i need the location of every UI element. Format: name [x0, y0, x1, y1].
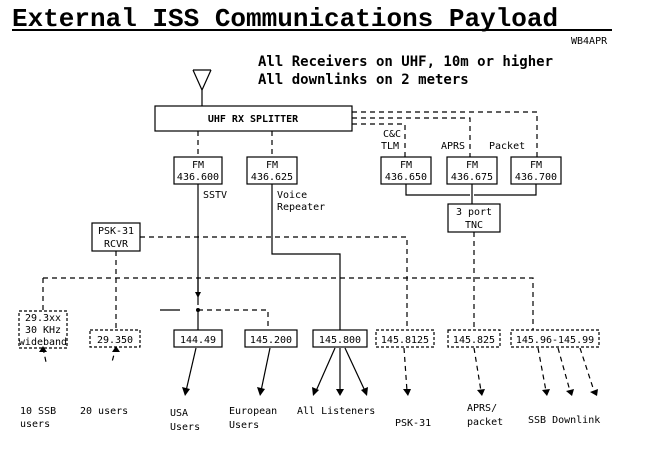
fm-receiver-436-675: FM 436.675 — [446, 156, 498, 185]
users-european: European — [229, 406, 277, 417]
users-aprs-line2: packet — [467, 417, 503, 428]
svg-text:144.49: 144.49 — [180, 335, 216, 346]
svg-text:3 port: 3 port — [456, 207, 492, 218]
svg-text:436.675: 436.675 — [451, 172, 493, 183]
svg-text:145.96-145.99: 145.96-145.99 — [516, 335, 594, 346]
svg-text:145.200: 145.200 — [250, 335, 292, 346]
downlink-145-200: 145.200 — [244, 329, 298, 348]
fm-receiver-436-600: FM 436.600 — [173, 156, 223, 185]
uhf-rx-splitter-label: UHF RX SPLITTER — [208, 114, 299, 125]
downlink-145-8125: 145.8125 — [375, 329, 435, 348]
users-ssb-downlink: SSB Downlink — [528, 415, 600, 426]
fm-receiver-436-625: FM 436.625 — [246, 156, 298, 185]
svg-text:wideband: wideband — [19, 337, 67, 348]
svg-text:436.625: 436.625 — [251, 172, 293, 183]
downlink-29-3xx: 29.3xx 30 KHz wideband — [18, 310, 68, 349]
svg-text:FM: FM — [192, 160, 204, 171]
cc-label: C&C — [383, 129, 401, 140]
downlink-144-49: 144.49 — [173, 329, 223, 348]
sstv-label: SSTV — [203, 190, 227, 201]
users-usa-line2: Users — [170, 422, 200, 433]
svg-text:FM: FM — [266, 160, 278, 171]
downlink-145-825: 145.825 — [447, 329, 501, 348]
fm-receiver-436-700: FM 436.700 — [510, 156, 562, 185]
voice-label: Voice — [277, 190, 307, 201]
users-european-line2: Users — [229, 420, 259, 431]
svg-text:PSK-31: PSK-31 — [98, 226, 134, 237]
svg-text:436.600: 436.600 — [177, 172, 219, 183]
tnc-box: 3 port TNC — [447, 203, 501, 233]
users-psk31: PSK-31 — [395, 418, 431, 429]
svg-text:TNC: TNC — [465, 220, 483, 231]
packet-label: Packet — [489, 141, 525, 152]
psk31-receiver: PSK-31 RCVR — [91, 222, 141, 252]
note-downlinks: All downlinks on 2 meters — [258, 72, 469, 88]
svg-text:FM: FM — [400, 160, 412, 171]
svg-text:FM: FM — [530, 160, 542, 171]
svg-text:436.700: 436.700 — [515, 172, 557, 183]
svg-text:145.8125: 145.8125 — [381, 335, 429, 346]
fm-receiver-436-650: FM 436.650 — [380, 156, 432, 185]
users-all-listeners: All Listeners — [297, 406, 375, 417]
users-10-ssb: 10 SSB — [20, 406, 56, 417]
users-20: 20 users — [80, 406, 128, 417]
svg-text:145.800: 145.800 — [319, 335, 361, 346]
users-aprs: APRS/ — [467, 403, 497, 414]
users-usa: USA — [170, 408, 188, 419]
aprs-label: APRS — [441, 141, 465, 152]
downlink-29-350: 29.350 — [89, 329, 141, 348]
downlink-145-96-145-99: 145.96-145.99 — [510, 329, 600, 348]
tlm-label: TLM — [381, 141, 399, 152]
author-tag: WB4APR — [571, 36, 608, 47]
downlink-145-800: 145.800 — [312, 329, 368, 348]
antenna-icon — [192, 69, 212, 106]
users-10-ssb-line2: users — [20, 419, 50, 430]
svg-text:30 KHz: 30 KHz — [25, 325, 61, 336]
svg-text:29.350: 29.350 — [97, 335, 133, 346]
svg-text:436.650: 436.650 — [385, 172, 427, 183]
uhf-rx-splitter — [154, 105, 353, 132]
svg-text:RCVR: RCVR — [104, 239, 129, 250]
repeater-label: Repeater — [277, 202, 325, 213]
note-receivers: All Receivers on UHF, 10m or higher — [258, 54, 553, 70]
svg-text:29.3xx: 29.3xx — [25, 313, 61, 324]
svg-text:145.825: 145.825 — [453, 335, 495, 346]
svg-text:FM: FM — [466, 160, 478, 171]
